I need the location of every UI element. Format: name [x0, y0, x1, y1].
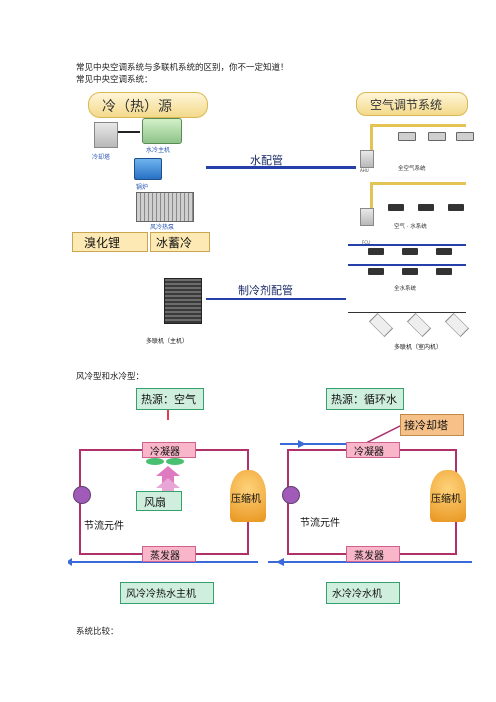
right-condenser-label: 冷凝器	[354, 447, 384, 458]
ice-storage-box	[150, 232, 210, 252]
diffuser-icon	[398, 132, 416, 141]
figure-central-ac-systems: 冷（热）源 冷却塔 水冷主机 锅炉 风冷热泵 溴化锂 冰蓄冷 水配管 多联机（主…	[72, 88, 478, 356]
water-manifold-line	[348, 244, 466, 246]
vrf-main-unit-image	[164, 278, 202, 324]
fcu-icon	[436, 248, 452, 255]
left-heat-source-label: 热源：空气	[141, 393, 196, 406]
tower-link-label: 接冷却塔	[404, 419, 448, 432]
ac-system-title: 空气调节系统	[370, 98, 443, 112]
fan-icon	[146, 456, 186, 466]
right-title-box	[326, 582, 400, 604]
fcu-icon	[402, 268, 418, 275]
right-title-label: 水冷冷水机	[332, 589, 382, 600]
right-tower-line	[363, 423, 405, 445]
water-chiller-image	[142, 118, 182, 144]
libr-box	[72, 232, 148, 252]
left-cold-arrowhead	[68, 558, 72, 566]
subtitle-system-comparison: 系统比较：	[76, 627, 119, 637]
ice-storage-label: 冰蓄冷	[156, 236, 193, 250]
left-heat-source-box	[136, 388, 204, 410]
subtitle-common-systems: 常见中央空调系统：	[76, 75, 153, 85]
right-flow-arrowhead-top	[298, 440, 306, 448]
left-condenser-label: 冷凝器	[150, 447, 180, 458]
refrigerant-pipe-line	[206, 298, 346, 300]
vrf-indoor-unit-icon	[444, 312, 470, 338]
fcu-icon	[402, 248, 418, 255]
intro-line: 常见中央空调系统与多联机系统的区别，你不一定知道！	[76, 63, 289, 73]
right-compressor-icon	[430, 470, 466, 522]
connector-line	[118, 131, 140, 133]
heat-source-title: 冷（热）源	[102, 99, 172, 115]
refrigerant-pipe-label: 制冷剂配管	[238, 284, 293, 297]
right-evaporator-label: 蒸发器	[354, 551, 384, 562]
air-heat-pump-label: 风冷热泵	[150, 224, 175, 231]
ahu-image	[360, 150, 374, 168]
left-title-label: 风冷冷热水主机	[126, 589, 196, 600]
fcu-icon	[368, 268, 384, 275]
left-throttle-label: 节流元件	[84, 521, 124, 532]
left-evaporator-label: 蒸发器	[150, 551, 180, 562]
right-compressor-label: 压缩机	[431, 494, 461, 505]
right-heat-source-box	[326, 388, 404, 410]
right-evaporator-box	[346, 546, 400, 562]
tower-link-box	[400, 414, 464, 436]
fcu-label: FCU	[362, 240, 371, 245]
subtitle-air-water-cooled: 风冷型和水冷型：	[76, 372, 145, 382]
right-heat-source-label: 热源：循环水	[331, 393, 397, 406]
fcu-icon	[436, 268, 452, 275]
duct-line	[372, 124, 466, 127]
ahu-image-2	[360, 208, 374, 226]
all-air-label: 全空气系统	[398, 166, 426, 172]
fcu-icon	[448, 204, 464, 211]
fcu-icon	[368, 248, 384, 255]
diffuser-icon	[428, 132, 446, 141]
fan-label-box	[136, 491, 182, 511]
refrigerant-branch-line	[348, 312, 466, 313]
right-throttle-label: 节流元件	[300, 518, 340, 529]
water-pipe-label: 水配管	[250, 154, 283, 167]
left-compressor-icon	[230, 470, 266, 522]
vrf-indoor-unit-icon	[406, 312, 432, 338]
ac-system-banner	[356, 92, 468, 116]
air-heat-pump-image	[136, 192, 194, 222]
left-condenser-box	[142, 442, 196, 458]
cooling-tower-label: 冷却塔	[92, 154, 111, 161]
water-pipe-line	[206, 166, 356, 169]
air-water-label: 空气 · 水系统	[394, 224, 427, 230]
all-water-label: 全水系统	[394, 286, 417, 292]
right-flow-arrowhead-bottom	[276, 558, 284, 566]
left-throttle-icon	[73, 486, 91, 504]
vrf-main-label: 多联机（主机）	[146, 338, 189, 345]
fan-label: 风扇	[144, 496, 166, 509]
right-throttle-icon	[282, 486, 300, 504]
water-chiller-label: 水冷主机	[146, 147, 171, 154]
cooling-tower-image	[94, 122, 118, 148]
boiler-image	[134, 158, 162, 180]
left-title-box	[120, 582, 214, 604]
duct-line	[370, 182, 373, 212]
duct-line	[370, 124, 373, 162]
ahu-label: AHU	[360, 168, 369, 173]
boiler-label: 锅炉	[136, 184, 149, 191]
vrf-indoor-label: 多联机（室内机）	[394, 344, 443, 351]
left-fan-arrow	[156, 466, 180, 484]
libr-label: 溴化锂	[84, 236, 121, 250]
vrf-indoor-unit-icon	[368, 312, 394, 338]
heat-source-banner	[88, 92, 208, 118]
fcu-icon	[388, 204, 404, 211]
duct-line	[370, 182, 466, 185]
fcu-icon	[418, 204, 434, 211]
diffuser-icon	[456, 132, 474, 141]
left-compressor-label: 压缩机	[231, 494, 261, 505]
left-evaporator-box	[142, 546, 196, 562]
right-condenser-box	[346, 442, 400, 458]
water-manifold-line	[348, 264, 466, 266]
